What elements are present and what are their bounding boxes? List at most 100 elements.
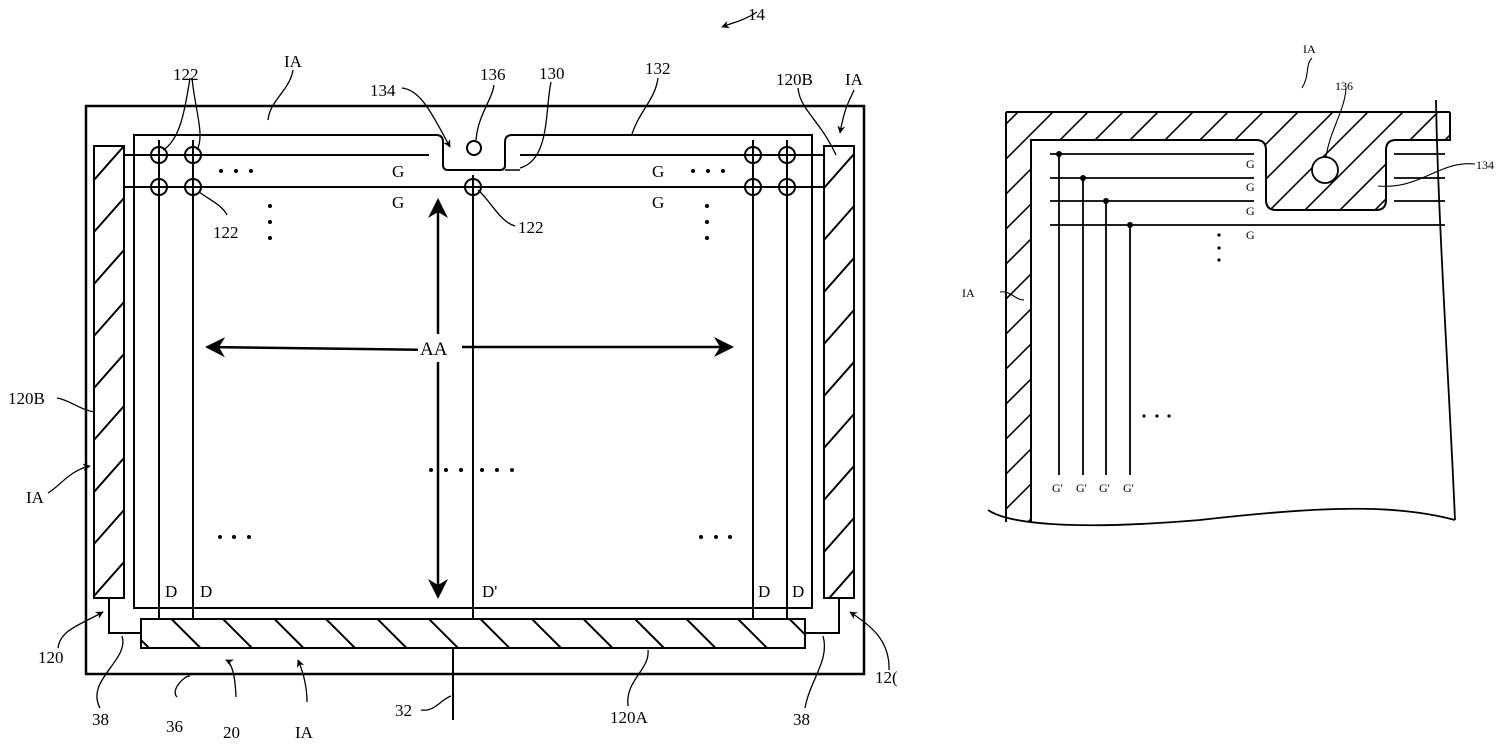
label-g-prime: G': [1052, 481, 1063, 495]
label-134: 134: [370, 81, 396, 100]
hatch-line: [737, 619, 768, 648]
hatch-line: [685, 619, 717, 648]
label-gate: G: [392, 162, 404, 181]
hatch-line: [824, 309, 854, 345]
label-gate: G: [1246, 180, 1255, 194]
display-panel: [133, 134, 813, 609]
hatch-line: [1006, 112, 1101, 522]
hatch-line: [827, 569, 854, 598]
hatch-line: [94, 146, 124, 181]
label-g-prime: G': [1123, 481, 1134, 495]
hatch-line: [479, 619, 511, 648]
label-data: D: [792, 582, 804, 601]
outer-border: [84, 104, 866, 676]
hatch-line: [788, 619, 805, 636]
hatch-line: [634, 619, 665, 648]
hatch-line: [1199, 112, 1450, 522]
leader-lines: [47, 11, 890, 711]
right-view: IA 136 134 IA G G G G G' G' G' G': [535, 42, 1494, 560]
hatch-line: [1006, 112, 1276, 522]
label-g-prime: G': [1076, 481, 1087, 495]
break-edge-right: [1435, 99, 1456, 521]
label-122: 122: [518, 218, 544, 237]
label-136: 136: [480, 65, 506, 84]
hatch-line: [824, 465, 854, 501]
hatch-line: [94, 197, 124, 233]
label-ia-top: IA: [1303, 42, 1316, 56]
hatch-line: [428, 619, 459, 648]
hatch-line: [824, 153, 854, 189]
crossing-markers: [150, 146, 796, 196]
label-ia-left: IA: [26, 488, 45, 507]
label-120b-right: 120B: [776, 70, 813, 89]
hatch-line: [1006, 112, 1346, 522]
label-g-prime: G': [1099, 481, 1110, 495]
ellipsis-marks: [218, 169, 732, 539]
left-view: 122 122 122 IA 134 136 130 132 14 120B I…: [8, 5, 898, 742]
crossing-marker: [184, 178, 202, 196]
crossing-marker: [744, 178, 762, 196]
crossing-marker: [464, 178, 482, 196]
hatch-line: [1006, 112, 1031, 522]
hatch-line: [535, 100, 995, 560]
crossing-marker: [150, 178, 168, 196]
hatch-line: [582, 619, 614, 648]
hatch-line: [94, 509, 124, 545]
label-gate: G: [652, 193, 664, 212]
notch-boundary-134: [1030, 112, 1451, 522]
crossing-marker: [778, 146, 796, 164]
label-20: 20: [223, 723, 240, 742]
camera-hole-136: [466, 140, 482, 156]
hatch-line: [141, 638, 150, 648]
label-120b-left: 120B: [8, 389, 45, 408]
hatch-line: [376, 619, 408, 648]
hatch-line: [94, 249, 124, 285]
label-data: D: [200, 582, 212, 601]
connector-38-right: [805, 598, 840, 634]
crossing-marker: [778, 178, 796, 196]
label-36: 36: [166, 717, 183, 736]
ellipsis-marks: [1142, 233, 1221, 418]
junction-dots: [1056, 151, 1133, 228]
label-gate: G: [1246, 228, 1255, 242]
hatch-line: [1006, 112, 1241, 522]
hatch-line: [1024, 112, 1450, 522]
hatch-line: [824, 361, 854, 397]
label-ia-bottom: IA: [295, 723, 314, 742]
hatch-line: [94, 353, 124, 389]
hatch-line: [1006, 112, 1136, 522]
bottom-driver-strip: [140, 618, 806, 649]
label-gate: G: [652, 162, 664, 181]
label-data: D: [165, 582, 177, 601]
label-gate: G: [1246, 204, 1255, 218]
label-32: 32: [395, 701, 412, 720]
label-38-right: 38: [793, 710, 810, 729]
label-122: 122: [173, 65, 199, 84]
hatch-line: [824, 413, 854, 449]
label-130: 130: [539, 64, 565, 83]
inactive-area-hatch: [535, 100, 1450, 560]
hatch-line: [273, 619, 305, 648]
hatch-line: [1094, 112, 1450, 522]
label-ia-left: IA: [962, 286, 975, 300]
label-132: 132: [645, 59, 671, 78]
hatch-line: [222, 619, 253, 648]
hatch-line: [94, 457, 124, 493]
camera-hole-136: [1311, 156, 1339, 184]
break-edge-bottom: [987, 507, 1456, 527]
label-120a: 120A: [610, 708, 649, 727]
connector-38-left: [108, 598, 141, 634]
label-data: D: [758, 582, 770, 601]
left-gate-driver-strip: [93, 145, 125, 599]
label-gate: G: [1246, 157, 1255, 171]
hatch-line: [1006, 112, 1066, 522]
right-gate-driver-strip: [823, 145, 855, 599]
label-ia-right: IA: [845, 70, 864, 89]
leader-lines: [999, 57, 1476, 301]
hatch-line: [325, 619, 356, 648]
label-gate: G: [392, 193, 404, 212]
aa-arrow-left: [205, 337, 438, 358]
label-122: 122: [213, 223, 239, 242]
label-120-left: 120: [38, 648, 64, 667]
